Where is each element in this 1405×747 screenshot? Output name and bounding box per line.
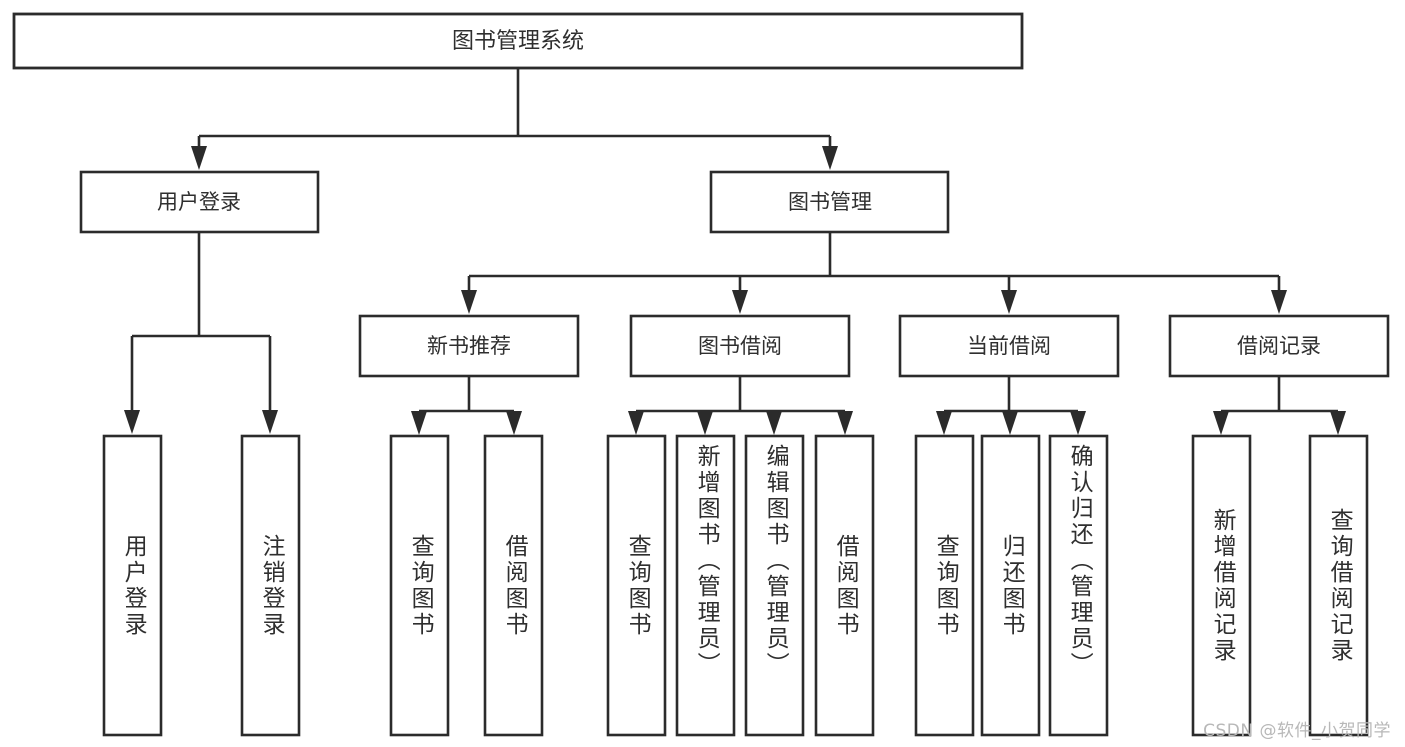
arrow-head-icon [936,411,952,435]
arrow-head-icon [1070,411,1086,435]
arrow-head-icon [461,290,477,314]
leaf-box-query-book-3[interactable] [914,434,975,737]
leaf-box-query-book-2[interactable] [606,434,667,737]
root-label: 图书管理系统 [452,29,584,54]
arrow-head-icon [822,146,838,170]
node-current-borrow[interactable]: 当前借阅 [898,314,1120,378]
arrow-head-icon [628,411,644,435]
node-root[interactable]: 图书管理系统 [12,12,1024,70]
arrow-head-icon [732,290,748,314]
new-book-recommend-label: 新书推荐 [427,334,511,358]
arrow-head-icon [411,411,427,435]
arrow-head-icon [1271,290,1287,314]
node-borrow-record[interactable]: 借阅记录 [1168,314,1390,378]
connector-bookborrow-to-leaves [628,376,853,435]
arrow-head-icon [837,411,853,435]
book-management-label: 图书管理 [788,190,872,214]
arrow-head-icon [697,411,713,435]
book-borrow-label: 图书借阅 [698,334,782,358]
current-borrow-box [898,314,1120,378]
leaf-box-confirm-return[interactable] [1048,434,1109,737]
arrow-head-icon [1001,290,1017,314]
leaf-box-return-book[interactable] [980,434,1041,737]
current-borrow-label: 当前借阅 [967,334,1051,358]
connector-userlogin-to-leaves [124,232,278,434]
borrow-record-label: 借阅记录 [1237,334,1321,358]
leaf-box-add-book[interactable] [675,434,736,737]
node-book-borrow[interactable]: 图书借阅 [629,314,851,378]
root-box [12,12,1024,70]
arrow-head-icon [191,146,207,170]
arrow-head-icon [1002,411,1018,435]
arrow-head-icon [1213,411,1229,435]
leaf-box-add-record[interactable] [1191,434,1252,737]
connector-root-to-level1 [191,68,838,170]
node-new-book-recommend[interactable]: 新书推荐 [358,314,580,378]
arrow-head-icon [766,411,782,435]
leaf-box-borrow-book-2[interactable] [814,434,875,737]
leaf-box-logout[interactable] [240,434,301,737]
leaf-box-query-book-1[interactable] [389,434,450,737]
csdn-watermark: CSDN @软件_小贺同学 [1203,721,1391,741]
leaf-box-user-login[interactable] [102,434,163,737]
connector-bookmgmt-to-level2 [461,232,1287,314]
new-book-recommend-box [358,314,580,378]
leaf-box-edit-book[interactable] [744,434,805,737]
user-login-box [79,170,320,234]
arrow-head-icon [262,410,278,434]
connector-currentborrow-to-leaves [936,376,1086,435]
arrow-head-icon [1330,411,1346,435]
node-user-login[interactable]: 用户登录 [79,170,320,234]
connector-newbook-to-leaves [411,376,522,435]
arrow-head-icon [124,410,140,434]
node-book-management[interactable]: 图书管理 [709,170,950,234]
leaf-box-borrow-book-1[interactable] [483,434,544,737]
connector-borrowrecord-to-leaves [1213,376,1346,435]
leaf-box-query-record[interactable] [1308,434,1369,737]
arrow-head-icon [506,411,522,435]
user-login-label: 用户登录 [157,190,241,214]
